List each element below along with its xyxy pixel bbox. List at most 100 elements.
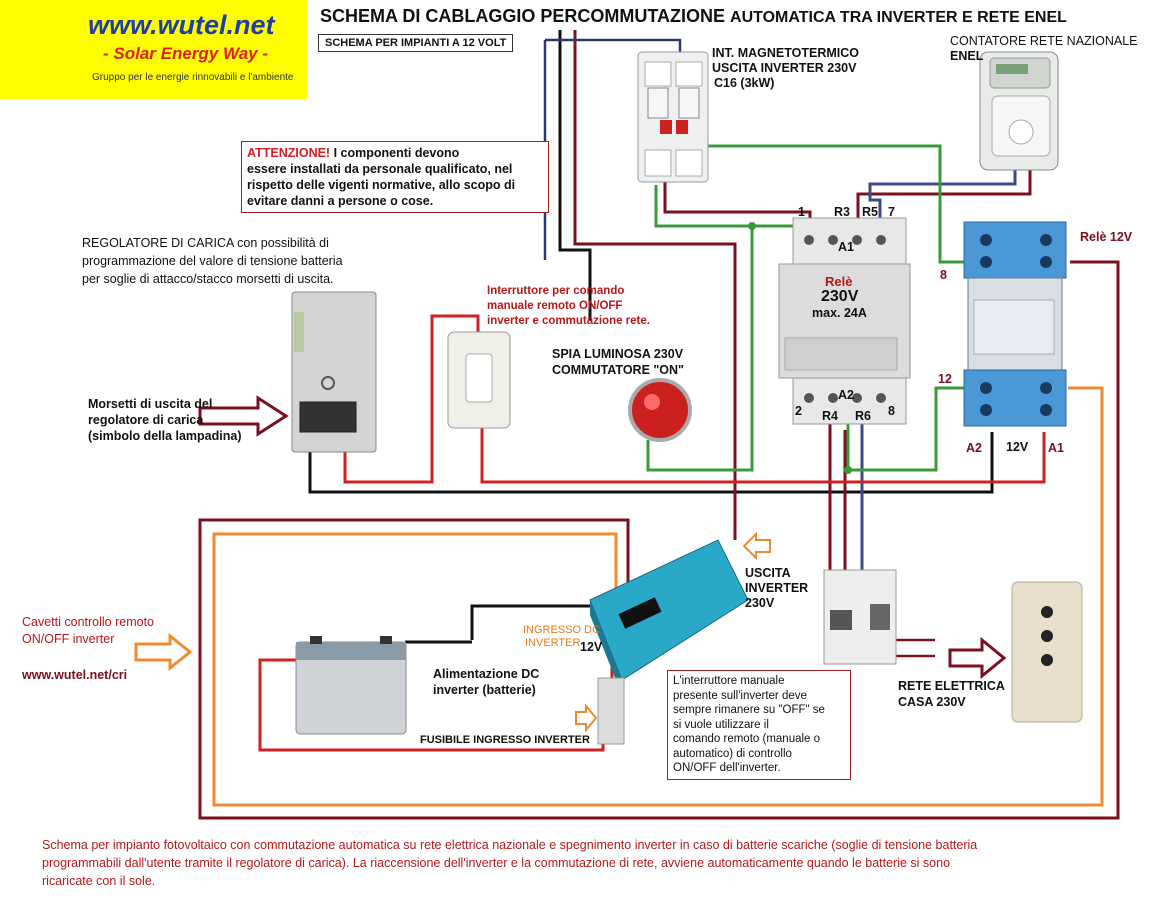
relay12-a2: A2: [966, 441, 982, 455]
logo-box: [0, 0, 307, 99]
contactor-a1: A1: [838, 240, 854, 254]
inverter-out-line2: INVERTER: [745, 581, 809, 595]
contactor-term-r5: R5: [862, 205, 878, 219]
inverter-dc-line1: INGRESSO DC: [523, 624, 601, 636]
logo-group: Gruppo per le energie rinnovabili e l'am…: [92, 72, 294, 83]
switch-line3: inverter e commutazione rete.: [487, 315, 650, 327]
battery-line1: Alimentazione DC: [433, 667, 540, 681]
fuse-device: [597, 677, 625, 745]
note-line3: sempre rimanere su "OFF" se: [673, 704, 825, 716]
arrow-inverter-out-icon: [742, 531, 771, 561]
house-line2: CASA 230V: [898, 695, 966, 709]
meter-line1: CONTATORE RETE NAZIONALE: [950, 34, 1138, 48]
contactor-voltage: 230V: [821, 288, 859, 305]
remote-label: Cavetti controllo remoto ON/OFF inverter: [22, 614, 154, 648]
contactor-a2: A2: [838, 388, 854, 402]
relay12-a1: A1: [1048, 441, 1064, 455]
arrow-remote-icon: [134, 632, 193, 672]
note-line1: L'interruttore manuale: [673, 675, 785, 687]
remote-line1: Cavetti controllo remoto: [22, 615, 155, 629]
contactor-max: max. 24A: [812, 306, 867, 320]
contactor-device: [778, 217, 911, 425]
contactor-name: Relè: [825, 274, 853, 289]
wire-red-switch: [480, 410, 1046, 484]
contactor-term-1: 1: [798, 205, 805, 219]
footer-line2: programmabili dall'utente tramite il reg…: [42, 856, 951, 870]
remote-wire-maroon: [198, 260, 1120, 820]
note-line5: comando remoto (manuale o: [673, 733, 821, 745]
breaker-line3: C16 (3kW): [714, 76, 775, 90]
terminals-label: Morsetti di uscita del regolatore di car…: [88, 396, 242, 444]
house-breaker-device: [823, 569, 897, 665]
note-line6: automatico) di controllo: [673, 747, 792, 760]
inverter-dc-line2: INVERTER: [525, 637, 581, 649]
warning-text2: essere installati da personale qualifica…: [247, 162, 513, 176]
contactor-term-8: 8: [888, 404, 895, 418]
contactor-term-r4: R4: [822, 409, 838, 423]
arrow-fuse-icon: [575, 703, 598, 733]
lamp-line1: SPIA LUMINOSA 230V: [552, 347, 684, 361]
note-line2: presente sull'inverter deve: [673, 689, 807, 702]
relay12-v: 12V: [1006, 440, 1029, 454]
lamp-label: SPIA LUMINOSA 230V COMMUTATORE "ON": [552, 346, 684, 378]
wall-socket: [1011, 581, 1083, 723]
switch-line1: Interruttore per comando: [487, 285, 625, 297]
wire-black-regulator: [308, 430, 994, 494]
subtitle-box: SCHEMA PER IMPIANTI A 12 VOLT: [318, 34, 514, 52]
wire-maroon-meter: [856, 168, 1032, 222]
relay12-t8: 8: [940, 268, 947, 282]
note-line7: ON/OFF dell'inverter.: [673, 762, 781, 774]
page-title: SCHEMA DI CABLAGGIO PERCOMMUTAZIONE AUTO…: [320, 6, 1067, 27]
remote-wire-orange: [212, 386, 1104, 807]
logo-url: www.wutel.net: [88, 10, 275, 40]
contactor-term-2: 2: [795, 404, 802, 418]
meter-device: [979, 51, 1059, 171]
warning-head: ATTENZIONE!: [247, 146, 331, 160]
battery-device: [295, 636, 407, 735]
relay12-t12: 12: [938, 372, 952, 386]
regulator-line2: programmazione del valore di tensione ba…: [82, 254, 343, 268]
warning-text4: evitare danni a persone o cose.: [247, 194, 434, 208]
wire-maroon-breaker-relay: [573, 30, 812, 540]
wire-maroon-house: [828, 420, 847, 585]
meter-line2: ENEL: [950, 49, 984, 63]
remote-line2: ON/OFF inverter: [22, 632, 115, 646]
breaker-device: [637, 51, 709, 183]
indicator-lamp: [628, 378, 692, 442]
footer-caption: Schema per impianto fotovoltaico con com…: [42, 836, 1152, 890]
remote-link[interactable]: www.wutel.net/cri: [22, 668, 128, 682]
title-part2: AUTOMATICA TRA INVERTER E RETE ENEL: [730, 9, 1067, 26]
wire-red-regulator: [343, 314, 480, 484]
inverter-out-label: USCITA INVERTER 230V: [745, 566, 808, 611]
house-line1: RETE ELETTRICA: [898, 679, 1005, 693]
inverter-dc-label: INGRESSO DC INVERTER: [523, 624, 600, 650]
regulator-label: REGOLATORE DI CARICA con possibilità di …: [82, 234, 343, 288]
switch-line2: manuale remoto ON/OFF: [487, 300, 623, 312]
arrow-house-icon: [948, 636, 1007, 680]
warning-text1: I componenti devono: [330, 146, 460, 160]
wire-green-lamp: [646, 185, 754, 472]
regulator-line3: per soglie di attacco/stacco morsetti di…: [82, 272, 334, 286]
fuse-label: FUSIBILE INGRESSO INVERTER: [420, 734, 590, 746]
arrow-terminals-icon: [198, 395, 289, 437]
wire-black-breaker-in: [558, 30, 592, 320]
battery-label: Alimentazione DC inverter (batterie): [433, 666, 539, 698]
inverter-out-line1: USCITA: [745, 566, 791, 580]
lamp-line2: COMMUTATORE "ON": [552, 363, 684, 377]
title-part1: SCHEMA DI CABLAGGIO PERCOMMUTAZIONE: [320, 6, 725, 26]
relay12-title: Relè 12V: [1080, 230, 1133, 244]
warning-box: ATTENZIONE! I componenti devono essere i…: [241, 141, 549, 213]
regulator-line1: REGOLATORE DI CARICA con possibilità di: [82, 236, 329, 250]
warning-text3: rispetto delle vigenti normative, allo s…: [247, 178, 516, 192]
relay-12v-device: [963, 221, 1067, 427]
terminals-line3: (simbolo della lampadina): [88, 429, 242, 443]
footer-line3: ricaricate con il sole.: [42, 874, 156, 888]
breaker-label: INT. MAGNETOTERMICO USCITA INVERTER 230V…: [712, 46, 859, 91]
inverter-dc-voltage: 12V: [580, 640, 603, 654]
inverter-out-line3: 230V: [745, 596, 775, 610]
contactor-term-r3: R3: [834, 205, 850, 219]
logo-tagline: - Solar Energy Way -: [103, 44, 269, 63]
wall-switch-device: [447, 331, 511, 429]
meter-label: CONTATORE RETE NAZIONALE ENEL: [950, 34, 1138, 64]
